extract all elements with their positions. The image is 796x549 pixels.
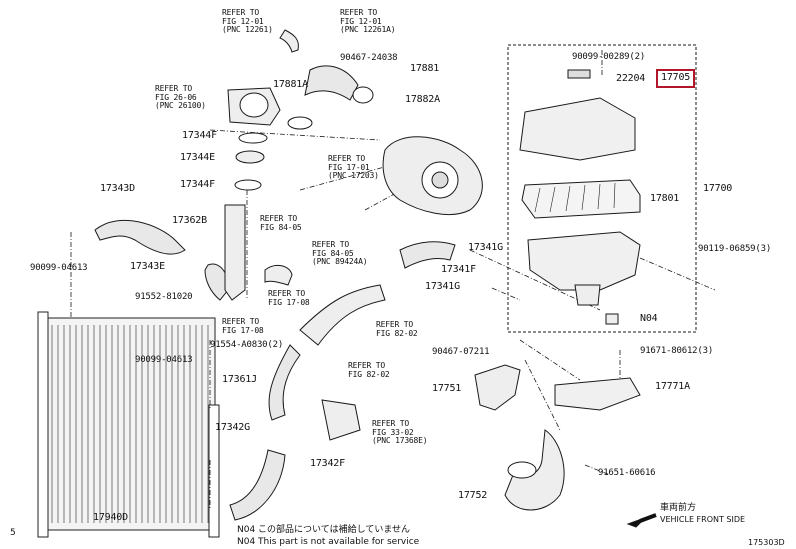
- air-filter-17801: [521, 179, 641, 219]
- label-17361j: 17361J: [222, 374, 257, 385]
- label-91552-81020: 91552-81020: [135, 292, 193, 302]
- label-91554-a0830: 91554-A0830(2): [210, 340, 284, 350]
- radiator-17940d: [37, 311, 220, 538]
- label-17344f-top: 17344F: [182, 130, 217, 141]
- label-ref-fig-26-06: REFER TO FIG 26-06 (PNC 26100): [155, 84, 206, 111]
- label-ref-fig-82-02-a: REFER TO FIG 82-02: [376, 320, 418, 338]
- label-17882a: 17882A: [405, 94, 440, 105]
- label-90467-24038: 90467-24038: [340, 53, 398, 63]
- label-90467-07211: 90467-07211: [432, 347, 490, 357]
- pipe-17341g: [299, 284, 386, 346]
- hose-17361j: [268, 344, 301, 421]
- label-17362b: 17362B: [172, 215, 207, 226]
- air-cleaner-case: [527, 231, 641, 291]
- hose-17343e: [204, 263, 229, 301]
- label-17341f: 17341F: [441, 264, 476, 275]
- label-17700: 17700: [703, 183, 733, 194]
- label-91651-60616: 91651-60616: [598, 468, 656, 478]
- label-90099-04613-top: 90099-04613: [30, 263, 88, 273]
- label-17343e: 17343E: [130, 261, 165, 272]
- label-17342f: 17342F: [310, 458, 345, 469]
- front-label-english: VEHICLE FRONT SIDE: [660, 515, 746, 524]
- label-91671-80612: 91671-80612(3): [640, 346, 714, 356]
- air-cleaner-group-box: [507, 44, 697, 333]
- label-ref-fig-12-01-12261a: REFER TO FIG 12-01 (PNC 12261A): [340, 8, 396, 35]
- label-17751: 17751: [432, 383, 462, 394]
- label-17940d: 17940D: [93, 512, 128, 523]
- label-ref-fig-17-01: REFER TO FIG 17-01 (PNC 17203): [328, 154, 379, 181]
- label-22204: 22204: [616, 73, 646, 84]
- label-ref-fig-17-08-right: REFER TO FIG 17-08: [268, 289, 310, 307]
- label-90099-04613-low: 90099-04613: [135, 355, 193, 365]
- duct-17751: [474, 364, 521, 411]
- label-17344e: 17344E: [180, 152, 215, 163]
- hose-17343d: [94, 220, 186, 255]
- air-cleaner-cap-17705: [519, 97, 636, 161]
- label-ref-fig-17-08-left: REFER TO FIG 17-08: [222, 317, 264, 335]
- corner-mark: 5: [10, 528, 16, 538]
- label-ref-fig-84-05-pnc: REFER TO FIG 84-05 (PNC 89424A): [312, 240, 368, 267]
- label-17341g-mid: 17341G: [425, 281, 460, 292]
- bracket-82-02: [321, 399, 361, 441]
- figure-code: 175303D: [748, 538, 785, 547]
- label-17881a: 17881A: [273, 79, 308, 90]
- label-17881: 17881: [410, 63, 440, 74]
- label-ref-fig-82-02-b: REFER TO FIG 82-02: [348, 361, 390, 379]
- hose-17881: [304, 65, 359, 101]
- label-17771a: 17771A: [655, 381, 690, 392]
- label-ref-fig-84-05: REFER TO FIG 84-05: [260, 214, 302, 232]
- hose-17342f: [229, 449, 286, 521]
- pipe-17362b: [224, 204, 246, 301]
- label-17705: 17705: [661, 72, 691, 83]
- label-n04: N04: [640, 313, 658, 324]
- note-n04-japanese: N04 この部品については補給していません: [237, 525, 411, 535]
- hose-17341f: [399, 241, 456, 269]
- highlight-box-17705: [656, 69, 695, 88]
- label-90119-06859: 90119-06859(3): [698, 244, 772, 254]
- label-17341g-top: 17341G: [468, 242, 503, 253]
- duct-17771a: [554, 377, 641, 411]
- label-17344f-mid: 17344F: [180, 179, 215, 190]
- label-ref-fig-33-02: REFER TO FIG 33-02 (PNC 17368E): [372, 419, 428, 446]
- label-17343d: 17343D: [100, 183, 135, 194]
- label-ref-fig-12-01-12261: REFER TO FIG 12-01 (PNC 12261): [222, 8, 273, 35]
- label-17342g: 17342G: [215, 422, 250, 433]
- label-90099-00289: 90099-00289(2): [572, 52, 646, 62]
- label-17801: 17801: [650, 193, 680, 204]
- front-label-japanese: 車両前方: [660, 503, 697, 513]
- label-17752: 17752: [458, 490, 488, 501]
- note-n04-english: N04 This part is not available for servi…: [237, 537, 420, 547]
